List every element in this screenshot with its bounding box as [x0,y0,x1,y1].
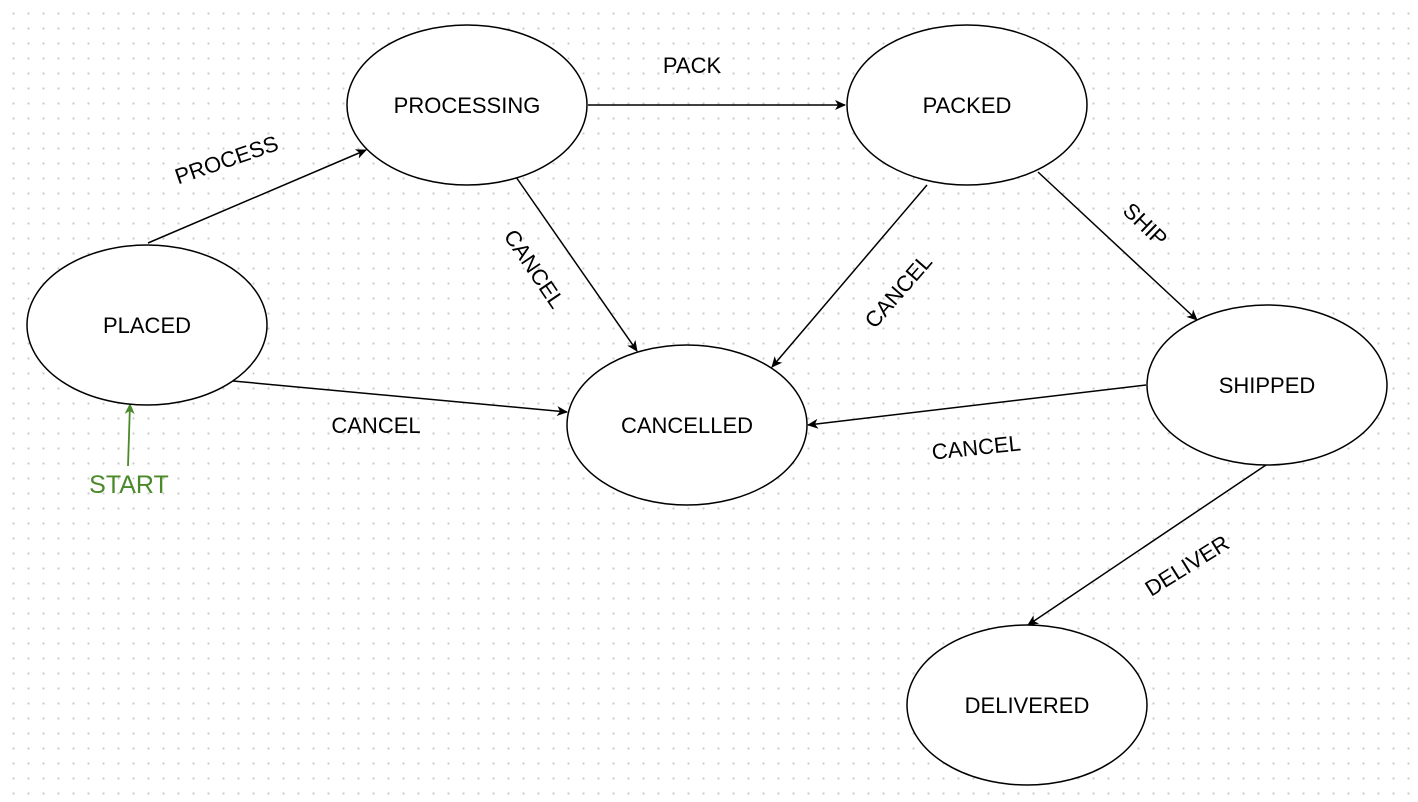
edge-label-cancel-packed: CANCEL [860,249,937,333]
state-delivered-shape [906,624,1148,786]
start-arrow[interactable] [124,403,135,467]
edge-cancel-processing[interactable] [515,176,638,352]
edge-label-cancel-placed: CANCEL [331,413,420,438]
state-delivered[interactable]: DELIVERED [906,624,1148,786]
state-delivered-label: DELIVERED [965,693,1090,718]
state-packed-label: PACKED [923,93,1012,118]
state-processing[interactable]: PROCESSING [346,24,588,186]
state-processing-shape [346,24,588,186]
edge-process[interactable] [147,149,367,244]
edge-ship[interactable] [1037,171,1198,321]
state-packed[interactable]: PACKED [846,24,1088,186]
start-label: START [89,471,169,499]
edge-cancel-placed[interactable] [232,380,568,417]
state-cancelled-shape [566,344,808,506]
state-shipped[interactable]: SHIPPED [1146,304,1388,466]
state-packed-shape [846,24,1088,186]
edge-label-cancel-shipped: CANCEL [931,430,1022,464]
state-placed-label: PLACED [103,313,191,338]
state-processing-label: PROCESSING [394,93,541,118]
state-cancelled-label: CANCELLED [621,413,753,438]
edge-cancel-packed[interactable] [771,184,928,368]
edge-label-process: PROCESS [172,131,282,190]
edge-cancel-shipped[interactable] [807,384,1147,429]
edge-label-pack: PACK [663,53,722,78]
state-shipped-shape [1146,304,1388,466]
edge-label-ship: SHIP [1118,198,1172,252]
state-shipped-label: SHIPPED [1219,373,1316,398]
state-placed[interactable]: PLACED [26,244,268,406]
state-placed-shape [26,244,268,406]
edge-deliver[interactable] [1027,464,1267,626]
state-cancelled[interactable]: CANCELLED [566,344,808,506]
